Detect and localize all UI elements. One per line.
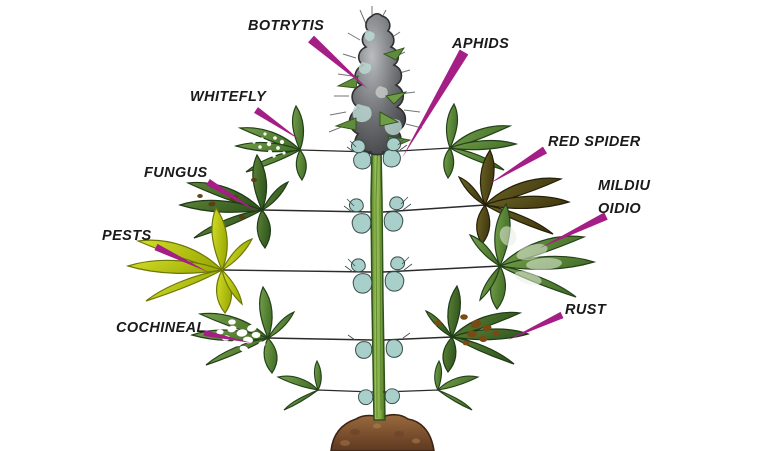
botrytis-bud bbox=[328, 6, 423, 156]
cochineal-pointer bbox=[203, 330, 252, 343]
label-cochineal: COCHINEAL bbox=[116, 320, 206, 336]
red-spider-leaf bbox=[382, 148, 571, 246]
pointer-arrows bbox=[154, 35, 608, 343]
label-botrytis: BOTRYTIS bbox=[248, 18, 325, 34]
bottom-small-leaves bbox=[276, 359, 480, 411]
aphids-pointer bbox=[402, 49, 469, 158]
main-stem bbox=[370, 127, 386, 421]
red-spider-pointer bbox=[489, 146, 548, 184]
label-whitefly: WHITEFLY bbox=[190, 89, 267, 105]
label-red-spider: RED SPIDER bbox=[548, 134, 641, 150]
rust-leaf bbox=[383, 284, 530, 373]
label-oidio: OIDIO bbox=[598, 201, 642, 217]
label-pests: PESTS bbox=[102, 228, 152, 244]
botrytis-pointer bbox=[308, 35, 368, 89]
label-aphids: APHIDS bbox=[452, 36, 510, 52]
fungus-leaf bbox=[178, 153, 372, 250]
aphid-cluster-lower bbox=[344, 256, 413, 294]
mildiu-leaf bbox=[382, 202, 597, 310]
aphid-cluster-mid bbox=[343, 196, 412, 234]
pests-leaf bbox=[125, 206, 372, 314]
aphid-cluster-upper bbox=[346, 137, 408, 170]
rust-pointer bbox=[508, 311, 564, 340]
aphid-cluster-bottom bbox=[347, 332, 411, 359]
pests-pointer bbox=[154, 243, 208, 272]
label-rust: RUST bbox=[565, 302, 607, 318]
label-mildiu: MILDIU bbox=[598, 178, 651, 194]
whitefly-pointer bbox=[254, 107, 300, 140]
mildiu-pointer bbox=[540, 212, 608, 248]
fungus-pointer bbox=[206, 178, 258, 212]
label-fungus: FUNGUS bbox=[144, 165, 208, 181]
